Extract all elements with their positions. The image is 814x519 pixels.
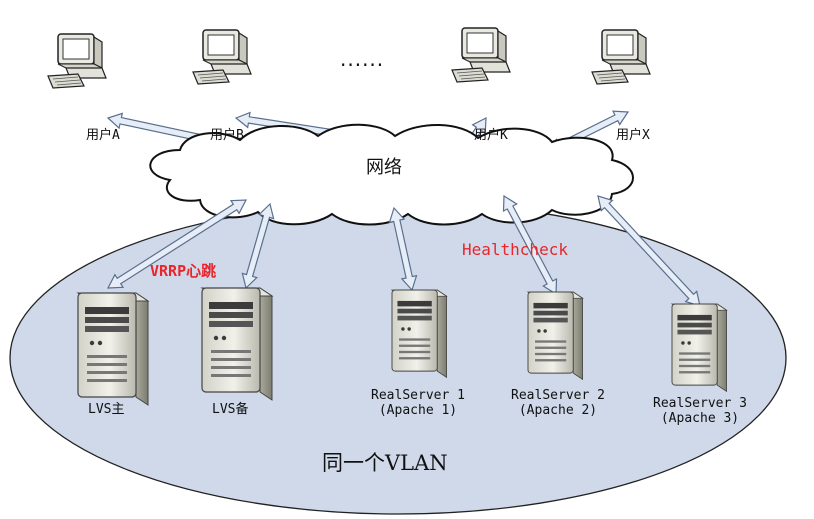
realserver-1-sub: (Apache 1) [378, 403, 458, 418]
user-x-computer-icon [591, 29, 651, 85]
realserver-2-server-icon [527, 291, 584, 380]
healthcheck-label: Healthcheck [462, 240, 568, 259]
realserver-3-label: RealServer 3 (Apache 3) [638, 396, 762, 426]
user-k-label: 用户K [474, 128, 508, 143]
network-label: 网络 [366, 157, 402, 178]
vlan-label: 同一个VLAN [322, 451, 448, 475]
arrow-realserver-2-network [502, 194, 558, 296]
arrow-lvs-master-network [106, 199, 248, 289]
lvs-master-server-icon [77, 292, 149, 406]
user-a-computer-icon [47, 33, 107, 89]
arrow-realserver-1-network [388, 206, 418, 292]
realserver-1-name: RealServer 1 [371, 388, 465, 403]
vrrp-heartbeat-label: VRRP心跳 [150, 262, 217, 280]
arrow-lvs-backup-network [241, 202, 275, 290]
realserver-2-sub: (Apache 2) [518, 403, 598, 418]
user-b-computer-icon [192, 29, 252, 85]
user-x-label: 用户X [616, 128, 650, 143]
server-arrows [106, 194, 701, 307]
user-a-label: 用户A [86, 128, 120, 143]
more-users-ellipsis: ...... [340, 47, 385, 71]
user-b-label: 用户B [210, 128, 244, 143]
realserver-3-server-icon [671, 303, 728, 392]
lvs-backup-label: LVS备 [212, 402, 249, 417]
realserver-3-sub: (Apache 3) [660, 411, 740, 426]
lvs-master-label: LVS主 [88, 402, 125, 417]
network-cloud [149, 123, 634, 226]
realserver-1-label: RealServer 1 (Apache 1) [356, 388, 480, 418]
realserver-1-server-icon [391, 289, 448, 378]
realserver-2-label: RealServer 2 (Apache 2) [496, 388, 620, 418]
user-k-computer-icon [451, 27, 511, 83]
realserver-3-name: RealServer 3 [653, 396, 747, 411]
arrow-realserver-3-network [597, 195, 701, 307]
realserver-2-name: RealServer 2 [511, 388, 605, 403]
lvs-backup-server-icon [201, 287, 273, 401]
